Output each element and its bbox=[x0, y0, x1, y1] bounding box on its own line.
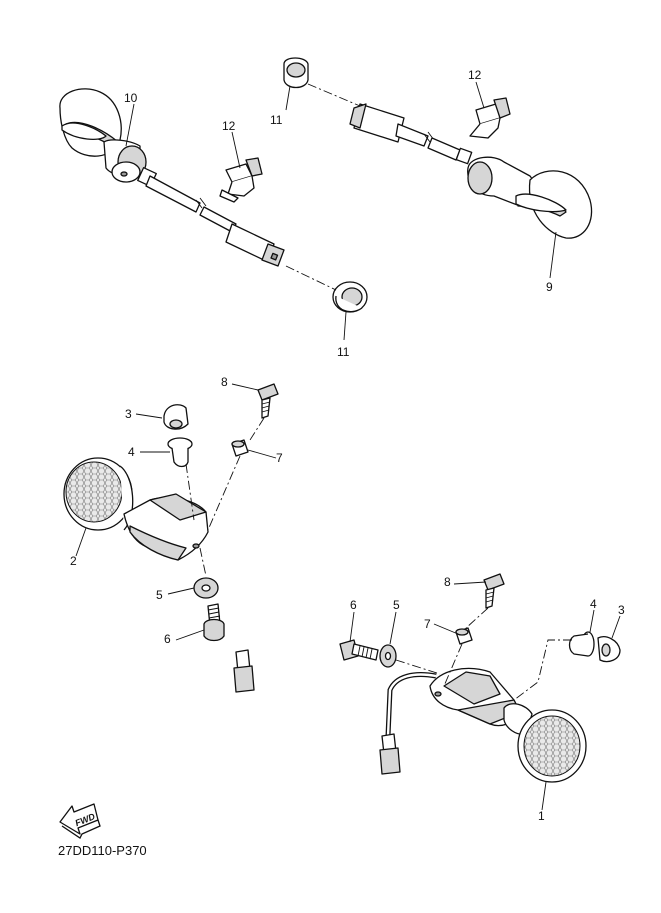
diagram-code: 27DD110-P370 bbox=[58, 843, 147, 858]
callout-4-right: 4 bbox=[590, 597, 597, 611]
grommet-4-right bbox=[568, 631, 595, 657]
grommet-11-left bbox=[332, 281, 368, 313]
callout-labels: 10 12 11 12 9 11 8 3 4 7 2 5 6 8 6 5 7 4… bbox=[70, 68, 625, 823]
turn-signal-2 bbox=[63, 457, 255, 693]
callout-11-top: 11 bbox=[270, 113, 283, 127]
callout-7-right: 7 bbox=[424, 617, 431, 631]
callout-2: 2 bbox=[70, 554, 77, 568]
collar-7-left bbox=[231, 439, 249, 457]
nut-3-right bbox=[597, 636, 621, 663]
callout-9: 9 bbox=[546, 280, 553, 294]
bolt-8-left bbox=[257, 383, 279, 419]
collar-7-right bbox=[455, 627, 473, 645]
callout-12-left: 12 bbox=[222, 119, 236, 133]
callout-5-right: 5 bbox=[393, 598, 400, 612]
callout-10: 10 bbox=[124, 91, 138, 105]
turn-signal-10 bbox=[59, 88, 285, 267]
callout-11-bottom: 11 bbox=[337, 345, 350, 359]
bolt-6-right bbox=[339, 639, 379, 661]
fwd-arrow-icon: FWD bbox=[59, 803, 101, 839]
turn-signal-1 bbox=[379, 667, 587, 783]
callout-6-right: 6 bbox=[350, 598, 357, 612]
assembly-lines bbox=[185, 83, 572, 701]
washer-5-right bbox=[379, 644, 397, 668]
callout-8-left: 8 bbox=[221, 375, 228, 389]
bolt-6-left bbox=[203, 603, 225, 642]
callout-1: 1 bbox=[538, 809, 545, 823]
leader-lines bbox=[75, 81, 621, 811]
nut-3-left bbox=[163, 404, 189, 430]
grommet-4-left bbox=[167, 437, 193, 468]
callout-3-left: 3 bbox=[125, 407, 132, 421]
clip-12-left bbox=[219, 157, 263, 203]
callout-3-right: 3 bbox=[618, 603, 625, 617]
callout-7-left: 7 bbox=[276, 451, 283, 465]
callout-8-right: 8 bbox=[444, 575, 451, 589]
turn-signal-9 bbox=[349, 103, 593, 239]
clip-12-right bbox=[469, 97, 511, 139]
callout-4-left: 4 bbox=[128, 445, 135, 459]
callout-12-right: 12 bbox=[468, 68, 482, 82]
callout-5-left: 5 bbox=[156, 588, 163, 602]
washer-5-left bbox=[193, 577, 219, 599]
grommet-11-right bbox=[283, 57, 309, 89]
callout-6-left: 6 bbox=[164, 632, 171, 646]
bolt-8-right bbox=[483, 573, 505, 609]
